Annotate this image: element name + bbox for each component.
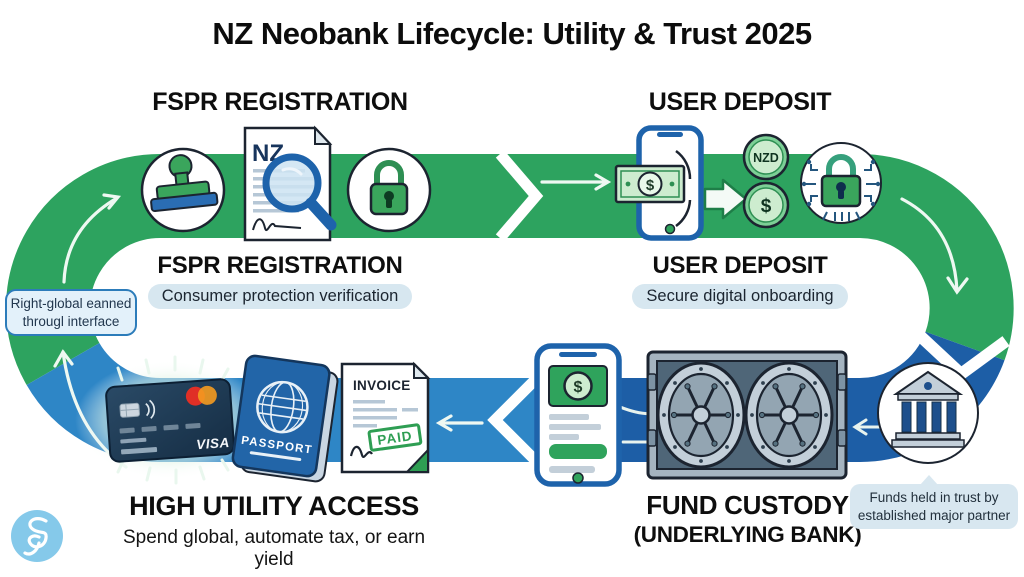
nzd-coin-text: NZD xyxy=(753,151,779,165)
custody-callout: Funds held in trust by established major… xyxy=(850,475,1018,530)
nzd-coin-icon: NZD xyxy=(742,133,790,181)
chevron-separator-top xyxy=(495,150,544,242)
left-callout-line2: througl interface xyxy=(22,313,120,329)
fspr-pill: Consumer protection verification xyxy=(147,284,413,309)
fspr-pill-wrap: Consumer protection verification xyxy=(115,284,445,309)
deposit-pill-wrap: Secure digital onboarding xyxy=(605,284,875,309)
left-callout: Right-global eanned througl interface xyxy=(5,289,137,337)
encryption-lock-icon xyxy=(800,142,882,224)
custody-callout-line1: Funds held in trust by xyxy=(869,490,999,505)
invoice-title-text: INVOICE xyxy=(353,378,411,393)
lock-icon xyxy=(346,147,432,233)
flow-arrow-right xyxy=(900,197,969,295)
paid-stamp-text: PAID xyxy=(376,428,413,448)
dollar-coin-text: $ xyxy=(761,196,772,217)
custody-label-line1: FUND CUSTODY xyxy=(646,490,849,520)
invoice-icon: INVOICE PAID xyxy=(340,361,431,474)
flow-arrow-bank-to-vault xyxy=(852,418,884,436)
vault-icon xyxy=(646,350,848,480)
nz-document-icon: NZ xyxy=(243,125,337,242)
deposit-pill: Secure digital onboarding xyxy=(632,284,848,309)
custody-label-line2: (UNDERLYING BANK) xyxy=(633,522,862,547)
utility-subtitle: Spend global, automate tax, or earn yiel… xyxy=(122,527,426,570)
fspr-heading: FSPR REGISTRATION xyxy=(152,88,408,116)
dollar-coin-icon: $ xyxy=(742,181,790,229)
signature-squiggle xyxy=(252,218,302,231)
magnifier-icon xyxy=(262,153,337,231)
deposit-label: USER DEPOSIT xyxy=(652,252,828,279)
utility-label-block: HIGH UTILITY ACCESS Spend global, automa… xyxy=(108,491,440,571)
passport-icon: PASSPORT xyxy=(231,354,339,483)
flow-arrow-left-upper xyxy=(62,193,122,284)
flow-arrow-bottom xyxy=(435,414,484,432)
banknote-icon: $ xyxy=(614,164,686,204)
banknote-symbol: $ xyxy=(646,177,655,194)
card-brand-text: VISA xyxy=(196,435,230,452)
brand-logo xyxy=(11,510,63,562)
left-callout-line1: Right-global eanned xyxy=(10,296,132,311)
custody-callout-line2: established major partner xyxy=(857,507,1011,523)
utility-label: HIGH UTILITY ACCESS xyxy=(129,491,419,521)
deposit-heading: USER DEPOSIT xyxy=(648,88,832,116)
chevron-separator-bottom xyxy=(487,374,541,466)
flow-arrow-top xyxy=(540,173,612,191)
phone-custody-icon: $ xyxy=(534,343,622,487)
custody-label-block: FUND CUSTODY (UNDERLYING BANK) xyxy=(610,490,885,548)
stamp-icon xyxy=(140,147,226,233)
credit-card-icon: VISA xyxy=(105,378,235,463)
custody-phone-symbol: $ xyxy=(574,379,583,396)
bank-icon xyxy=(877,362,979,464)
fspr-label: FSPR REGISTRATION xyxy=(157,252,403,279)
custody-callout-tail xyxy=(920,475,938,485)
block-arrow-icon xyxy=(703,178,748,220)
paid-stamp: PAID xyxy=(367,423,423,452)
chevron-separator-right xyxy=(912,328,1010,382)
page-title: NZ Neobank Lifecycle: Utility & Trust 20… xyxy=(212,16,812,51)
